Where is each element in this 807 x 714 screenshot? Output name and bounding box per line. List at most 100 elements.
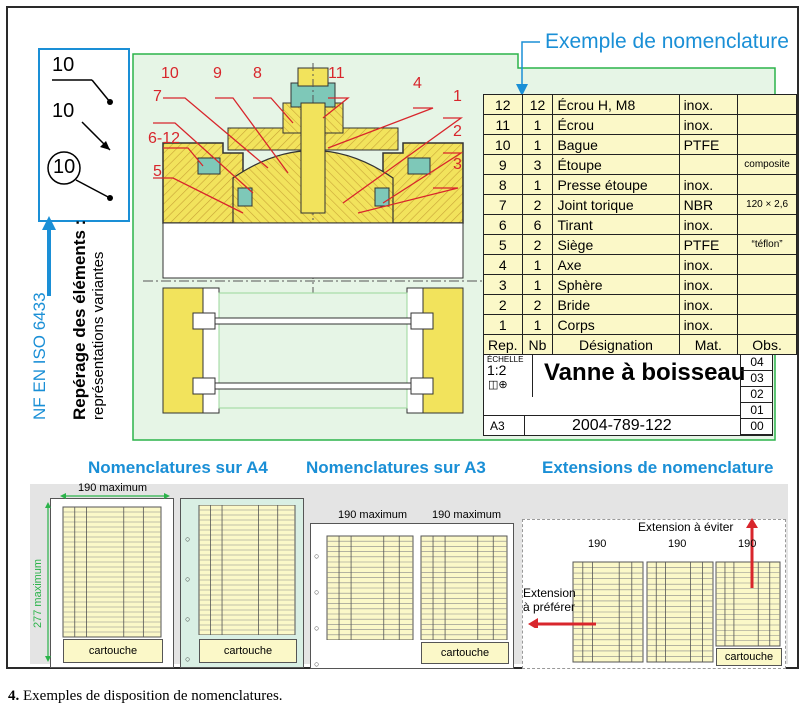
valve-assembly-drawing [143, 63, 483, 414]
nomenclature-cell [737, 174, 797, 195]
nomenclature-cell: 2 [483, 294, 523, 315]
a3-sheet-lines [326, 535, 508, 640]
extension-sheet: cartouche [522, 519, 786, 669]
marking-title-text: Repérage des éléments : [70, 219, 89, 420]
nomenclature-cell: 5 [483, 234, 523, 255]
revision-cell: 02 [741, 387, 773, 403]
extension-width-3: 190 [738, 538, 757, 550]
a3-section-title: Nomenclatures sur A3 [306, 458, 486, 477]
footer-divider [524, 416, 525, 436]
nomenclature-cell: Écrou H, M8 [552, 94, 680, 115]
a4-sheet-1-lines [62, 506, 162, 638]
nomenclature-cell: Sphère [552, 274, 680, 295]
nomenclature-cell: Tirant [552, 214, 680, 235]
part-label-7: 7 [153, 88, 162, 105]
figure-frame: 10 10 10 NF EN ISO 6433 Repérage des élé… [6, 6, 799, 669]
nomenclature-cell: 11 [483, 114, 523, 135]
a3-sheet: ○○○○ cartouche [310, 523, 514, 669]
scale-label: ÉCHELLE [487, 355, 524, 364]
a4-sheet-portrait: cartouche [50, 498, 174, 668]
ref-circled-label: 10 [53, 156, 76, 178]
nomenclature-cell: inox. [678, 94, 739, 115]
nomenclature-cell [737, 254, 797, 275]
nomenclature-cell [737, 114, 797, 135]
a3-width-label-1: 190 maximum [338, 509, 408, 521]
title-block-footer: A3 2004-789-122 [484, 415, 740, 436]
part-label-1: 1 [453, 88, 462, 105]
nomenclature-cell: inox. [678, 294, 739, 315]
nomenclature-header-cell: Rep. [483, 334, 523, 355]
a3-binder-holes: ○○○○ [314, 551, 320, 669]
binder-holes: ○○○○ [185, 534, 191, 664]
nomenclature-cell: 1 [521, 174, 554, 195]
nomenclature-cell: 1 [521, 134, 554, 155]
blue-up-arrow [42, 216, 56, 296]
nomenclature-cell: inox. [678, 174, 739, 195]
nomenclature-header-cell: Désignation [552, 334, 680, 355]
ref-plain-label: 10 [52, 100, 75, 122]
a4-cartouche-2: cartouche [199, 639, 297, 663]
a4-height-dimension [45, 502, 51, 662]
extension-cartouche: cartouche [716, 648, 782, 666]
nomenclature-cell: 4 [483, 254, 523, 275]
nomenclature-cell: 9 [483, 154, 523, 175]
extension-width-2: 190 [668, 538, 687, 550]
nomenclature-cell: “téflon” [737, 234, 797, 255]
nomenclature-header-cell: Nb [521, 334, 554, 355]
extension-sheet-lines [572, 561, 781, 663]
nomenclature-cell [737, 274, 797, 295]
nomenclature-cell: Joint torique [552, 194, 680, 215]
nomenclature-cell: 1 [521, 114, 554, 135]
revision-cell: 00 [741, 419, 773, 435]
extension-prefer-label: Extension à préférer [523, 586, 576, 614]
nomenclature-cell [678, 154, 739, 175]
nomenclature-cell: Étoupe [552, 154, 680, 175]
part-label-9: 9 [213, 65, 222, 82]
drawing-number: 2004-789-122 [572, 417, 672, 434]
scale-value: 1:2 [487, 362, 507, 378]
a4-sheet-2-lines [198, 505, 296, 635]
nomenclature-cell: Bague [552, 134, 680, 155]
nomenclature-cell: 1 [521, 314, 554, 335]
nomenclature-cell: Corps [552, 314, 680, 335]
nomenclature-cell: 6 [483, 214, 523, 235]
revision-cell: 01 [741, 403, 773, 419]
nomenclature-cell: 7 [483, 194, 523, 215]
reference-variants-box: 10 10 10 [38, 48, 130, 222]
nomenclature-cell: composite [737, 154, 797, 175]
extension-width-1: 190 [588, 538, 607, 550]
ref-underlined-label: 10 [52, 54, 75, 76]
extension-avoid-label: Extension à éviter [638, 520, 734, 534]
nomenclature-cell: inox. [678, 254, 739, 275]
part-label-2: 2 [453, 123, 462, 140]
nomenclature-header-cell: Obs. [737, 334, 797, 355]
a4-cartouche-1: cartouche [63, 639, 163, 663]
nomenclature-cell: 2 [521, 194, 554, 215]
nomenclature-cell: inox. [678, 214, 739, 235]
figure-caption: 4. Exemples de disposition de nomenclatu… [8, 688, 283, 705]
header-leader-arrow [516, 41, 540, 96]
part-label-4: 4 [413, 75, 422, 92]
a4-width-dimension [60, 493, 170, 499]
nomenclature-cell [737, 134, 797, 155]
part-label-8: 8 [253, 65, 262, 82]
nomenclature-cell: 8 [483, 174, 523, 195]
a4-width-label: 190 maximum [78, 482, 148, 494]
nomenclature-cell: Presse étoupe [552, 174, 680, 195]
nomenclature-cell: 12 [483, 94, 523, 115]
nomenclature-cell: 1 [521, 254, 554, 275]
nomenclature-cell: PTFE [678, 234, 739, 255]
